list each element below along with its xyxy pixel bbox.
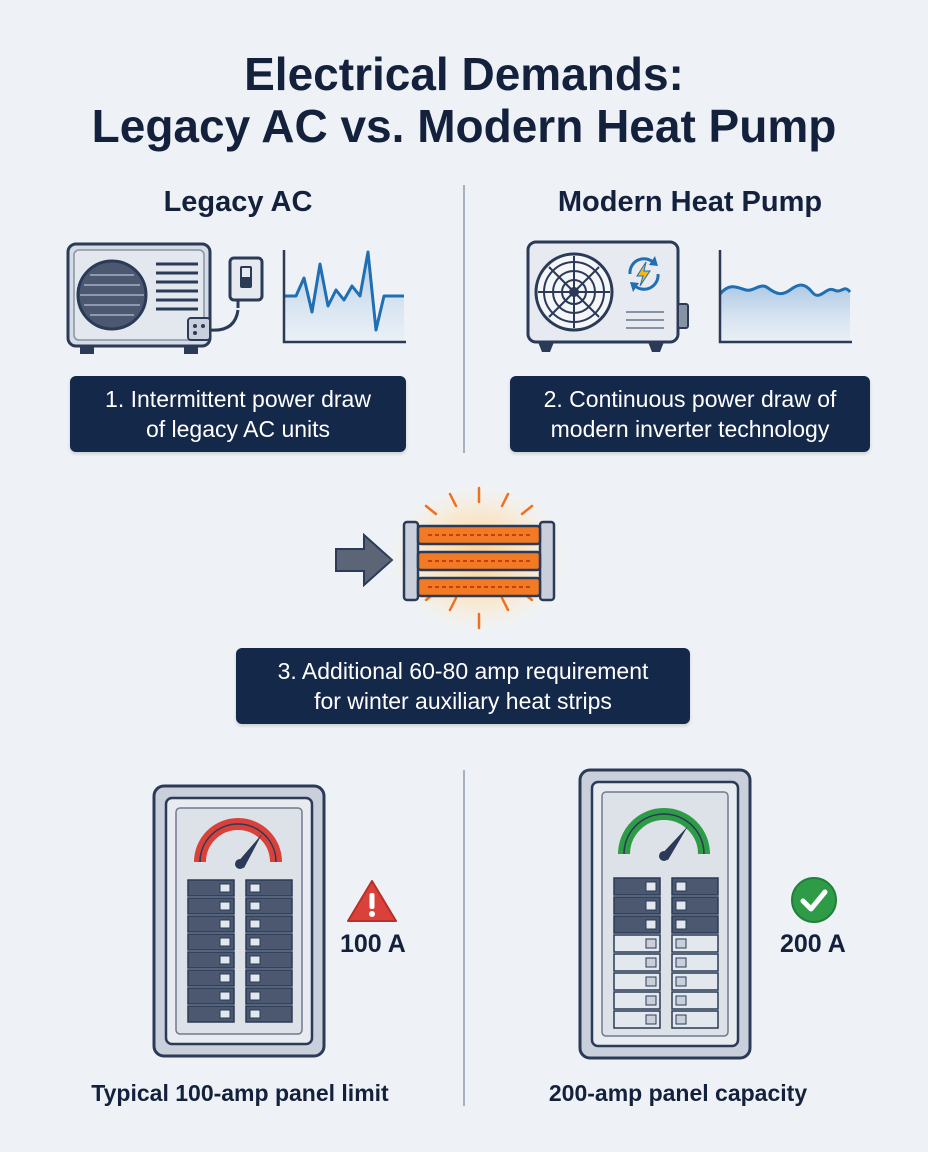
breaker-panel-100-icon [152,784,326,1058]
breaker-switch [645,919,657,930]
breaker-switch [675,957,687,968]
breaker-switch [645,881,657,892]
breaker-switch [249,1009,261,1019]
breaker-switch [249,901,261,911]
legacy-ac-unit-icon [66,242,240,354]
breaker-switch [645,938,657,949]
panel-200-caption: 200-amp panel capacity [548,1080,808,1106]
wall-switch-icon [228,256,264,308]
breaker-switch [219,919,231,929]
caption-1-line1: 1. Intermittent power draw [105,386,371,412]
check-icon [791,877,837,923]
page-title-line2: Legacy AC vs. Modern Heat Pump [91,100,837,152]
breaker-panel-200-icon [578,768,752,1060]
intermittent-power-graph [282,250,406,344]
breaker-rows-200 [613,877,719,1029]
breaker-switch [249,991,261,1001]
breaker-switch [249,937,261,947]
breaker-switch [219,901,231,911]
modern-heat-pump-unit-icon [526,240,689,352]
breaker-switch [249,973,261,983]
breaker-switch [675,995,687,1006]
breaker-switch [645,957,657,968]
breaker-switch [675,881,687,892]
breaker-switch [219,883,231,893]
breaker-switch [645,995,657,1006]
panel-200-rating: 200 A [780,930,846,958]
breaker-switch [675,938,687,949]
inverter-bolt-icon [628,256,660,292]
continuous-power-graph [718,250,852,344]
arrow-right-icon [335,532,394,588]
breaker-switch [249,883,261,893]
breaker-switch [219,955,231,965]
breaker-switch [645,976,657,987]
caption-1-line2: of legacy AC units [145,416,331,442]
top-divider [463,185,465,453]
breaker-switch [219,1009,231,1019]
breaker-switch [219,973,231,983]
breaker-switch [675,1014,687,1025]
breaker-switch [249,919,261,929]
warning-icon [347,880,397,922]
caption-auxiliary-heat: 3. Additional 60-80 amp requirement for … [236,648,690,724]
page-title-line1: Electrical Demands: [244,48,684,100]
auxiliary-heat-strip-icon [387,482,571,634]
legacy-ac-heading: Legacy AC [163,186,313,218]
breaker-switch [219,991,231,1001]
breaker-rows-100 [187,879,293,1023]
caption-2-line2: modern inverter technology [550,416,830,442]
bottom-divider [463,770,465,1106]
caption-3-line2: for winter auxiliary heat strips [314,688,612,714]
breaker-switch [219,937,231,947]
caption-intermittent-power: 1. Intermittent power draw of legacy AC … [70,376,406,452]
caption-continuous-power: 2. Continuous power draw of modern inver… [510,376,870,452]
breaker-switch [645,900,657,911]
breaker-switch [675,900,687,911]
breaker-switch [675,976,687,987]
caption-2-line1: 2. Continuous power draw of [543,386,837,412]
panel-100-caption: Typical 100-amp panel limit [91,1080,389,1106]
breaker-switch [249,955,261,965]
modern-heat-pump-heading: Modern Heat Pump [557,186,823,218]
breaker-switch [645,1014,657,1025]
caption-3-line1: 3. Additional 60-80 amp requirement [277,658,649,684]
panel-100-rating: 100 A [340,930,406,958]
breaker-switch [675,919,687,930]
